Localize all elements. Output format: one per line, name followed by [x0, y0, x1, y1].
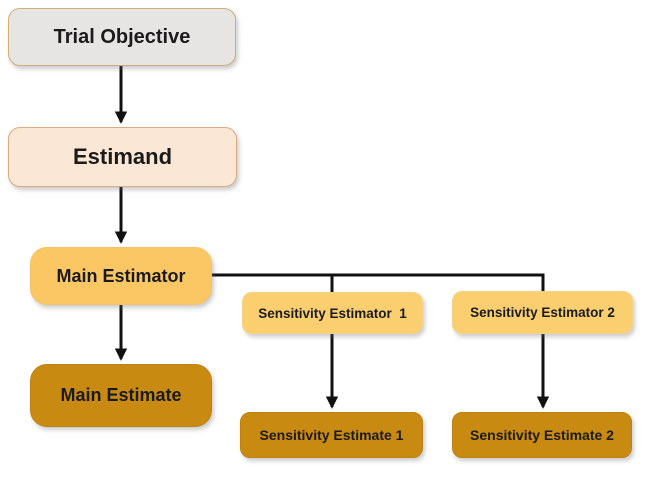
node-main-estimate: Main Estimate: [30, 364, 212, 427]
node-estimand: Estimand: [8, 127, 237, 187]
node-main-estimator: Main Estimator: [30, 247, 212, 305]
node-main-estimator-label: Main Estimator: [56, 265, 186, 286]
node-sensitivity-estimate-2-label: Sensitivity Estimate 2: [470, 427, 614, 443]
node-estimand-label: Estimand: [72, 144, 173, 169]
node-main-estimate-label: Main Estimate: [60, 385, 182, 405]
node-sensitivity-estimator-2: Sensitivity Estimator 2: [452, 291, 633, 334]
node-sensitivity-estimator-2-label: Sensitivity Estimator 2: [470, 305, 615, 320]
node-sensitivity-estimate-1-label: Sensitivity Estimate 1: [259, 427, 404, 443]
node-sensitivity-estimator-1: Sensitivity Estimator 1: [242, 292, 423, 334]
node-sensitivity-estimate-2: Sensitivity Estimate 2: [452, 412, 632, 458]
node-sensitivity-estimator-1-label: Sensitivity Estimator 1: [258, 305, 407, 321]
node-trial-objective: Trial Objective: [8, 8, 236, 66]
edge-main-estimator-branch-line: [211, 273, 545, 291]
node-trial-objective-label: Trial Objective: [53, 25, 191, 48]
node-sensitivity-estimate-1: Sensitivity Estimate 1: [240, 412, 423, 458]
